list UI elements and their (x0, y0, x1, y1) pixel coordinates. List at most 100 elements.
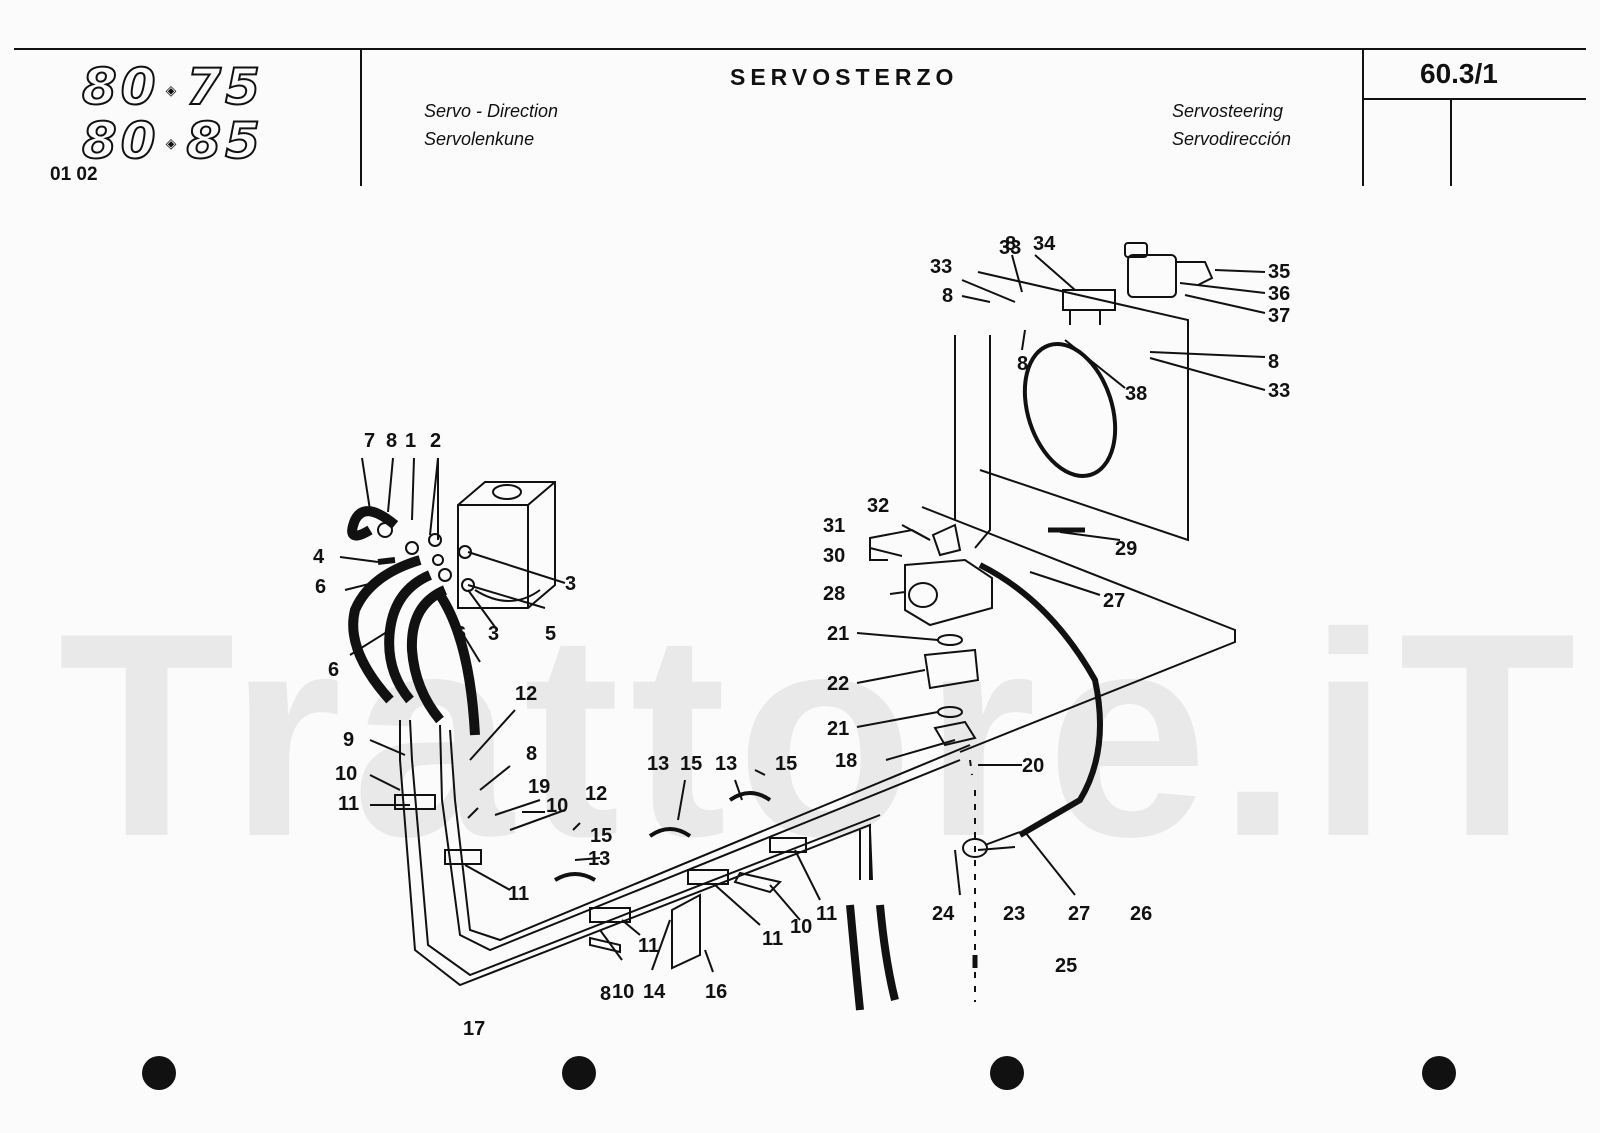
callout-10b: 10 (546, 795, 568, 817)
callout-19: 19 (528, 776, 550, 798)
callout-12b: 12 (585, 783, 607, 805)
callout-32: 32 (867, 495, 889, 517)
punch-hole-4 (1422, 1056, 1456, 1090)
banjo-23 (962, 838, 988, 858)
logo-row-1: 80◈75 (81, 58, 264, 116)
logo-row-2: 80◈85 (81, 111, 264, 170)
callout-4: 4 (313, 546, 325, 568)
header-rule-page (1362, 98, 1586, 100)
callout-10a: 10 (335, 763, 357, 785)
callout-23: 23 (1003, 903, 1025, 925)
callout-22: 22 (827, 673, 849, 695)
callout-30: 30 (823, 545, 845, 567)
reservoir-37 (1127, 254, 1177, 298)
callout-25: 25 (1055, 955, 1077, 977)
pipe-return (954, 335, 1236, 753)
callout-11e: 11 (816, 903, 837, 925)
clamp-11c (589, 907, 631, 923)
callout-27a: 27 (1103, 590, 1125, 612)
callout-8a: 8 (386, 430, 397, 452)
plates-10 (589, 871, 782, 954)
callout-6a: 6 (315, 576, 326, 598)
callout-33b: 33 (1268, 380, 1290, 402)
callout-8b: 8 (526, 743, 537, 765)
clamp-11e (769, 837, 807, 853)
subtitle-es: Servodirección (1172, 129, 1292, 149)
callout-8d: 8 (942, 285, 953, 307)
callout-35: 35 (1268, 261, 1290, 283)
clamp-11a (394, 794, 436, 810)
hose-26 (978, 562, 1103, 838)
callout-34: 34 (1033, 233, 1056, 255)
callout-13c: 13 (588, 848, 610, 870)
callout-33c: 33 (999, 237, 1021, 259)
watermark: Trattore.iT (58, 573, 1586, 897)
bracket-34 (1062, 289, 1116, 325)
strap-35 (1176, 261, 1214, 286)
callout-29: 29 (1115, 538, 1137, 560)
union-31 (931, 523, 962, 557)
callout-8f: 8 (1268, 351, 1279, 373)
pump-28 (904, 558, 993, 627)
header-divider-page (1450, 98, 1452, 186)
callout-16: 16 (705, 981, 727, 1003)
page-title: SERVOSTERZO (730, 64, 959, 90)
callout-1: 1 (405, 430, 416, 452)
flange (933, 720, 977, 747)
callout-labels: 1 2 3 3 4 5 6 6 6 7 8 8 8 8 8 8 8 9 10 1… (313, 233, 1290, 1040)
callout-31: 31 (823, 515, 845, 537)
callout-13b: 13 (715, 753, 737, 775)
callout-6c: 6 (328, 659, 339, 681)
fan-ring (1022, 342, 1118, 478)
hose-6a (348, 555, 422, 704)
drawing-lines (339, 242, 1266, 1011)
callout-8g: 8 (600, 983, 611, 1005)
callout-11a: 11 (338, 793, 359, 815)
support-22 (923, 648, 980, 690)
header-divider-left (360, 48, 362, 186)
oring-21b (937, 706, 963, 718)
model-logo: 80◈75 80◈85 (81, 58, 342, 170)
callout-27b: 27 (1068, 903, 1090, 925)
callout-11d: 11 (762, 928, 783, 950)
subtitle-en: Servosteering (1172, 101, 1284, 121)
callout-24: 24 (932, 903, 955, 925)
header-rule (14, 48, 1586, 50)
clamp-11d (687, 869, 729, 885)
pipe-18 (439, 724, 961, 952)
hose-6c (406, 585, 448, 724)
sheet-code: 01 02 (50, 164, 98, 185)
clamp-11b (444, 849, 482, 865)
hose-6d (435, 592, 480, 736)
callout-9: 9 (343, 729, 354, 751)
callout-5: 5 (545, 623, 556, 645)
punch-hole-2 (562, 1056, 596, 1090)
callout-6b: 6 (455, 623, 466, 645)
callout-11c: 11 (638, 935, 659, 957)
callout-8e: 8 (1017, 353, 1028, 375)
callout-26: 26 (1130, 903, 1152, 925)
callout-11b: 11 (508, 883, 529, 905)
punch-hole-1 (142, 1056, 176, 1090)
callout-10d: 10 (612, 981, 634, 1003)
callout-7: 7 (364, 430, 375, 452)
pipe-feed (974, 335, 991, 549)
subtitle-de: Servolenkune (424, 129, 535, 149)
callout-28: 28 (823, 583, 845, 605)
callout-10c: 10 (790, 916, 812, 938)
radiator-panel (977, 271, 1189, 542)
callout-17: 17 (463, 1018, 485, 1040)
saddles-13 (553, 791, 772, 882)
callout-37: 37 (1268, 305, 1290, 327)
hoses-lower (846, 904, 899, 1011)
header-divider-right (1362, 48, 1364, 186)
callout-3a: 3 (565, 573, 576, 595)
steering-box (457, 481, 556, 609)
callout-12a: 12 (515, 683, 537, 705)
callout-33a: 33 (930, 256, 952, 278)
callout-36: 36 (1268, 283, 1290, 305)
callout-3b: 3 (488, 623, 499, 645)
punch-hole-3 (990, 1056, 1024, 1090)
callout-21a: 21 (827, 623, 849, 645)
callout-2: 2 (430, 430, 441, 452)
